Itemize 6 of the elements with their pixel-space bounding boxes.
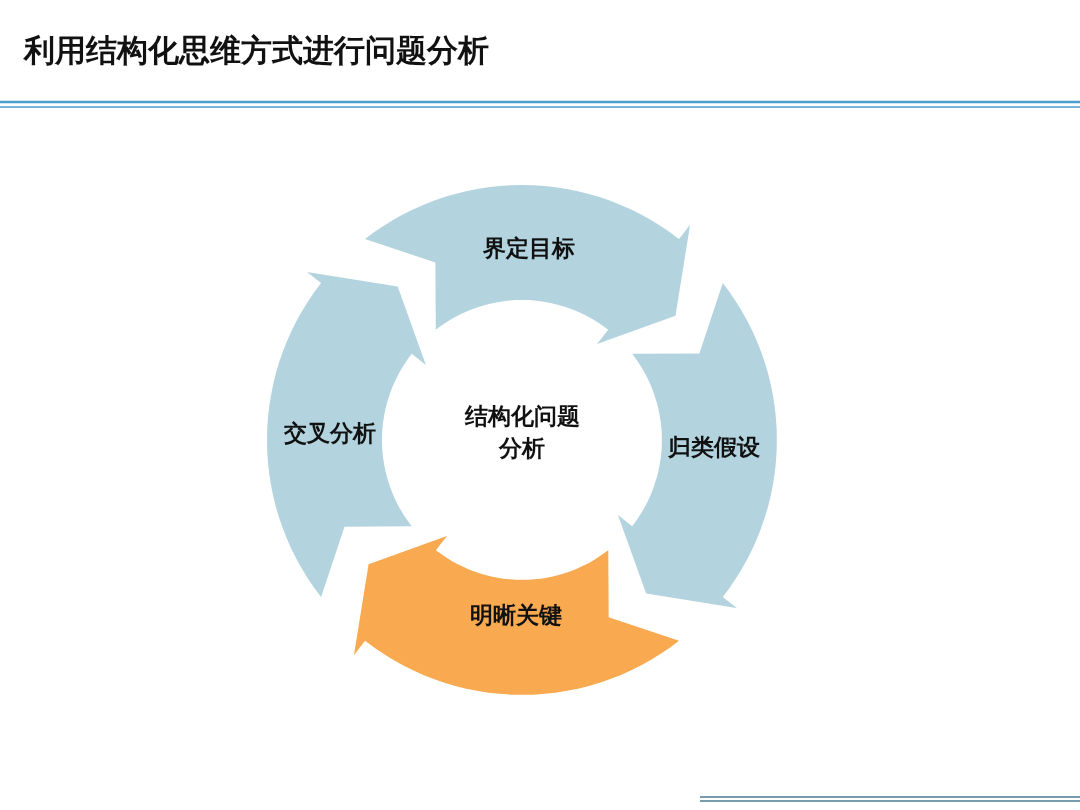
segment-label: 交叉分析 [283, 418, 376, 448]
segment-label: 界定目标 [482, 233, 575, 263]
segment-label: 明晰关键 [469, 600, 562, 630]
center-label: 结构化问题分析 [463, 402, 581, 463]
segment-label: 归类假设 [668, 432, 761, 462]
title: 利用结构化思维方式进行问题分析 [24, 31, 489, 70]
